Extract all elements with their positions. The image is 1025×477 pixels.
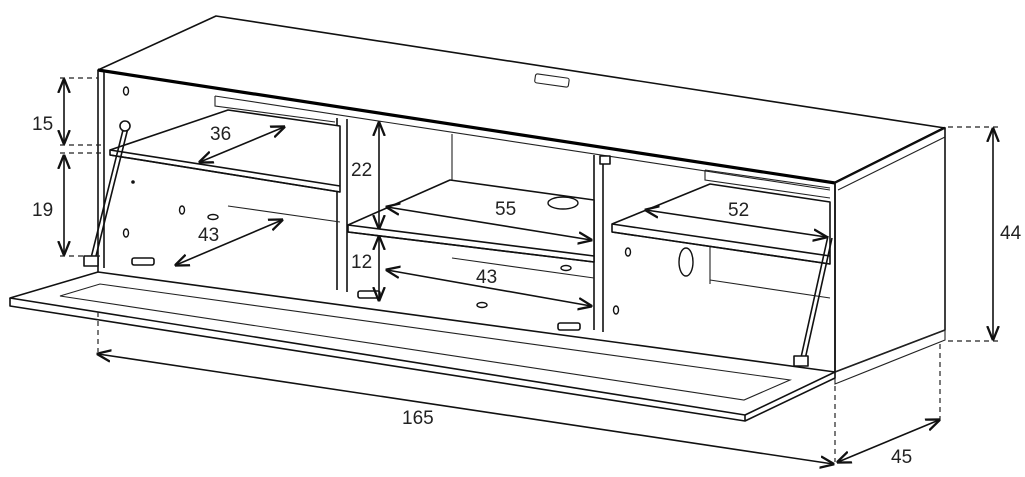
dim-left-lower-shelf-depth: 43: [198, 225, 219, 246]
door-panel: [9, 271, 836, 416]
right-gas-strut: [799, 235, 833, 365]
left-gas-strut: [89, 125, 129, 265]
right-partition: [593, 155, 604, 332]
dim-depth: 45: [891, 447, 912, 468]
dim-center-upper-shelf-width: 55: [495, 199, 516, 220]
top-cable-grommet-icon: [534, 73, 570, 88]
dim-left-bottom-compartment: 19: [32, 200, 53, 221]
right-cable-hole-icon: [678, 247, 694, 277]
dim-center-lower-shelf-depth: 43: [476, 267, 497, 288]
dimension-lines: [64, 80, 993, 464]
dimension-labels: 15 19 36 43 22 55 12 43 52 44 165 45: [32, 114, 1022, 468]
cabinet-body: [97, 15, 946, 385]
dim-width: 165: [402, 408, 434, 429]
cabinet-front-frame: [97, 70, 836, 372]
dim-height: 44: [1000, 223, 1022, 244]
dim-left-top-compartment: 15: [32, 114, 53, 135]
dim-center-upper-compartment: 22: [351, 160, 372, 181]
dim-right-shelf-width: 52: [728, 200, 749, 221]
dim-left-upper-shelf-depth: 36: [210, 124, 231, 145]
drop-down-door: [9, 257, 836, 422]
dim-center-lower-compartment: 12: [351, 252, 372, 273]
